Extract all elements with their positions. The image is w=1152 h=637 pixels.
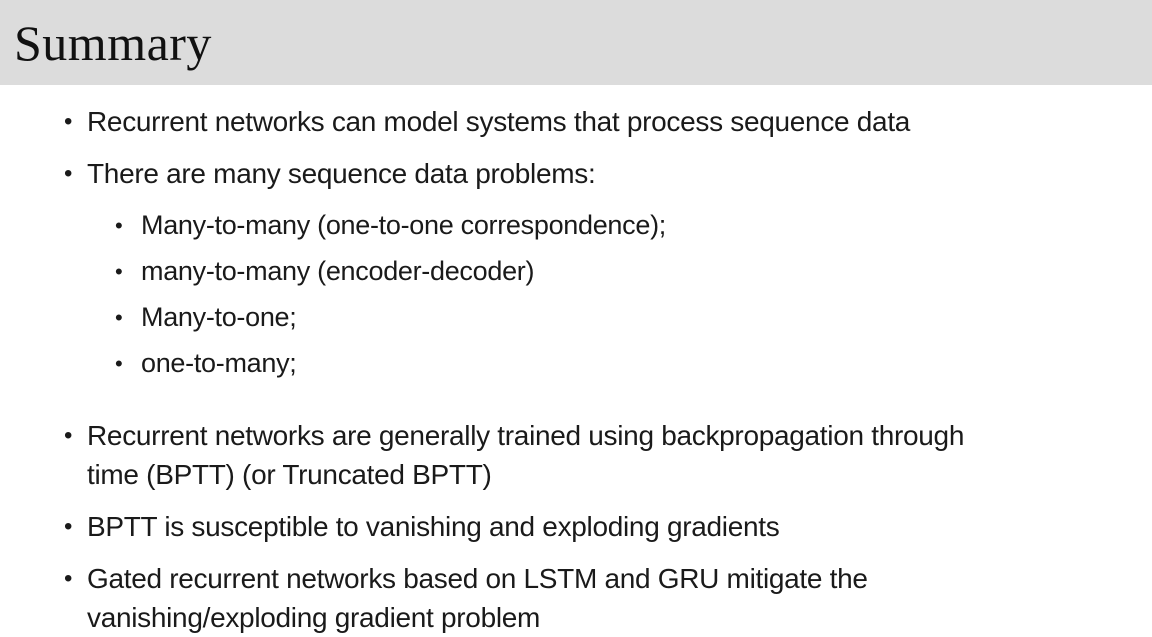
bullet-item: • Recurrent networks can model systems t… (64, 102, 1030, 141)
bullet-item: • Gated recurrent networks based on LSTM… (64, 559, 1030, 637)
sub-bullet-item: • Many-to-one; (115, 298, 666, 337)
bullet-item: • There are many sequence data problems: (64, 154, 1030, 193)
bullet-icon: • (64, 565, 73, 592)
sub-bullet-list: • Many-to-many (one-to-one correspondenc… (115, 206, 666, 390)
sub-bullet-text: Many-to-one; (141, 302, 297, 332)
bullet-icon: • (115, 351, 123, 376)
bullet-icon: • (115, 213, 123, 238)
sub-bullet-item: • many-to-many (encoder-decoder) (115, 252, 666, 291)
bullet-item: • Recurrent networks are generally train… (64, 416, 1030, 494)
bullet-list: • Recurrent networks can model systems t… (64, 102, 1030, 637)
bullet-text: Gated recurrent networks based on LSTM a… (87, 563, 868, 633)
bullet-text: Recurrent networks are generally trained… (87, 420, 965, 490)
bullet-icon: • (64, 513, 73, 540)
bullet-icon: • (64, 160, 73, 187)
sub-bullet-text: many-to-many (encoder-decoder) (141, 256, 535, 286)
sub-bullet-item: • Many-to-many (one-to-one correspondenc… (115, 206, 666, 245)
bullet-text: Recurrent networks can model systems tha… (87, 106, 911, 137)
bullet-icon: • (115, 259, 123, 284)
slide-title: Summary (14, 14, 212, 71)
bullet-text: There are many sequence data problems: (87, 158, 596, 189)
sub-bullet-list-wrap: • Many-to-many (one-to-one correspondenc… (64, 206, 1030, 403)
slide-content: • Recurrent networks can model systems t… (0, 85, 1060, 637)
bullet-icon: • (64, 422, 73, 449)
bullet-item: • BPTT is susceptible to vanishing and e… (64, 507, 1030, 546)
bullet-icon: • (64, 108, 73, 135)
sub-bullet-text: Many-to-many (one-to-one correspondence)… (141, 210, 666, 240)
bullet-icon: • (115, 305, 123, 330)
sub-bullet-text: one-to-many; (141, 348, 297, 378)
bullet-text: BPTT is susceptible to vanishing and exp… (87, 511, 780, 542)
slide-header: Summary (0, 0, 1152, 85)
sub-bullet-item: • one-to-many; (115, 344, 666, 383)
